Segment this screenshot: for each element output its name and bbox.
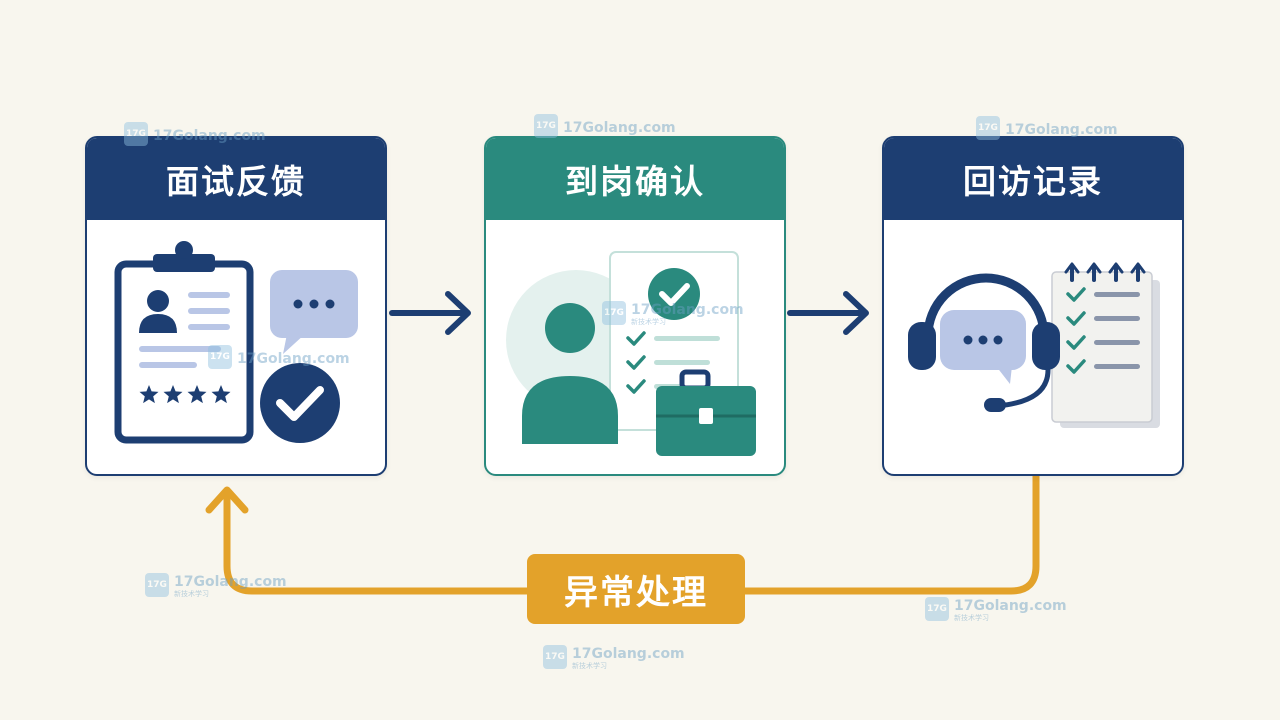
rating-stars — [139, 385, 231, 404]
star-icon — [187, 385, 207, 404]
step-card-interview-feedback: 面试反馈 — [85, 136, 387, 476]
step-title: 到岗确认 — [486, 138, 784, 220]
step-title: 回访记录 — [884, 138, 1182, 220]
briefcase-icon — [656, 369, 756, 456]
check-circle-icon — [260, 363, 340, 443]
arrow-2-to-3 — [787, 291, 869, 335]
star-icon — [163, 385, 183, 404]
headset-icon — [908, 273, 1060, 412]
check-circle-icon — [648, 268, 700, 320]
exception-handling-label: 异常处理 — [527, 554, 745, 624]
step-card-follow-up-record: 回访记录 — [882, 136, 1184, 476]
chat-bubble-icon — [940, 310, 1026, 384]
arrow-1-to-2 — [389, 291, 471, 335]
chat-bubble-icon — [270, 270, 358, 354]
step-illustration — [486, 220, 784, 472]
step-illustration — [87, 220, 385, 472]
star-icon — [211, 385, 231, 404]
star-icon — [139, 385, 159, 404]
clipboard-icon — [114, 241, 254, 444]
step-card-onboarding-confirmation: 到岗确认 — [484, 136, 786, 476]
person-icon — [522, 303, 618, 444]
step-title: 面试反馈 — [87, 138, 385, 220]
notepad-checklist-icon — [1051, 262, 1160, 428]
step-illustration — [884, 220, 1182, 472]
